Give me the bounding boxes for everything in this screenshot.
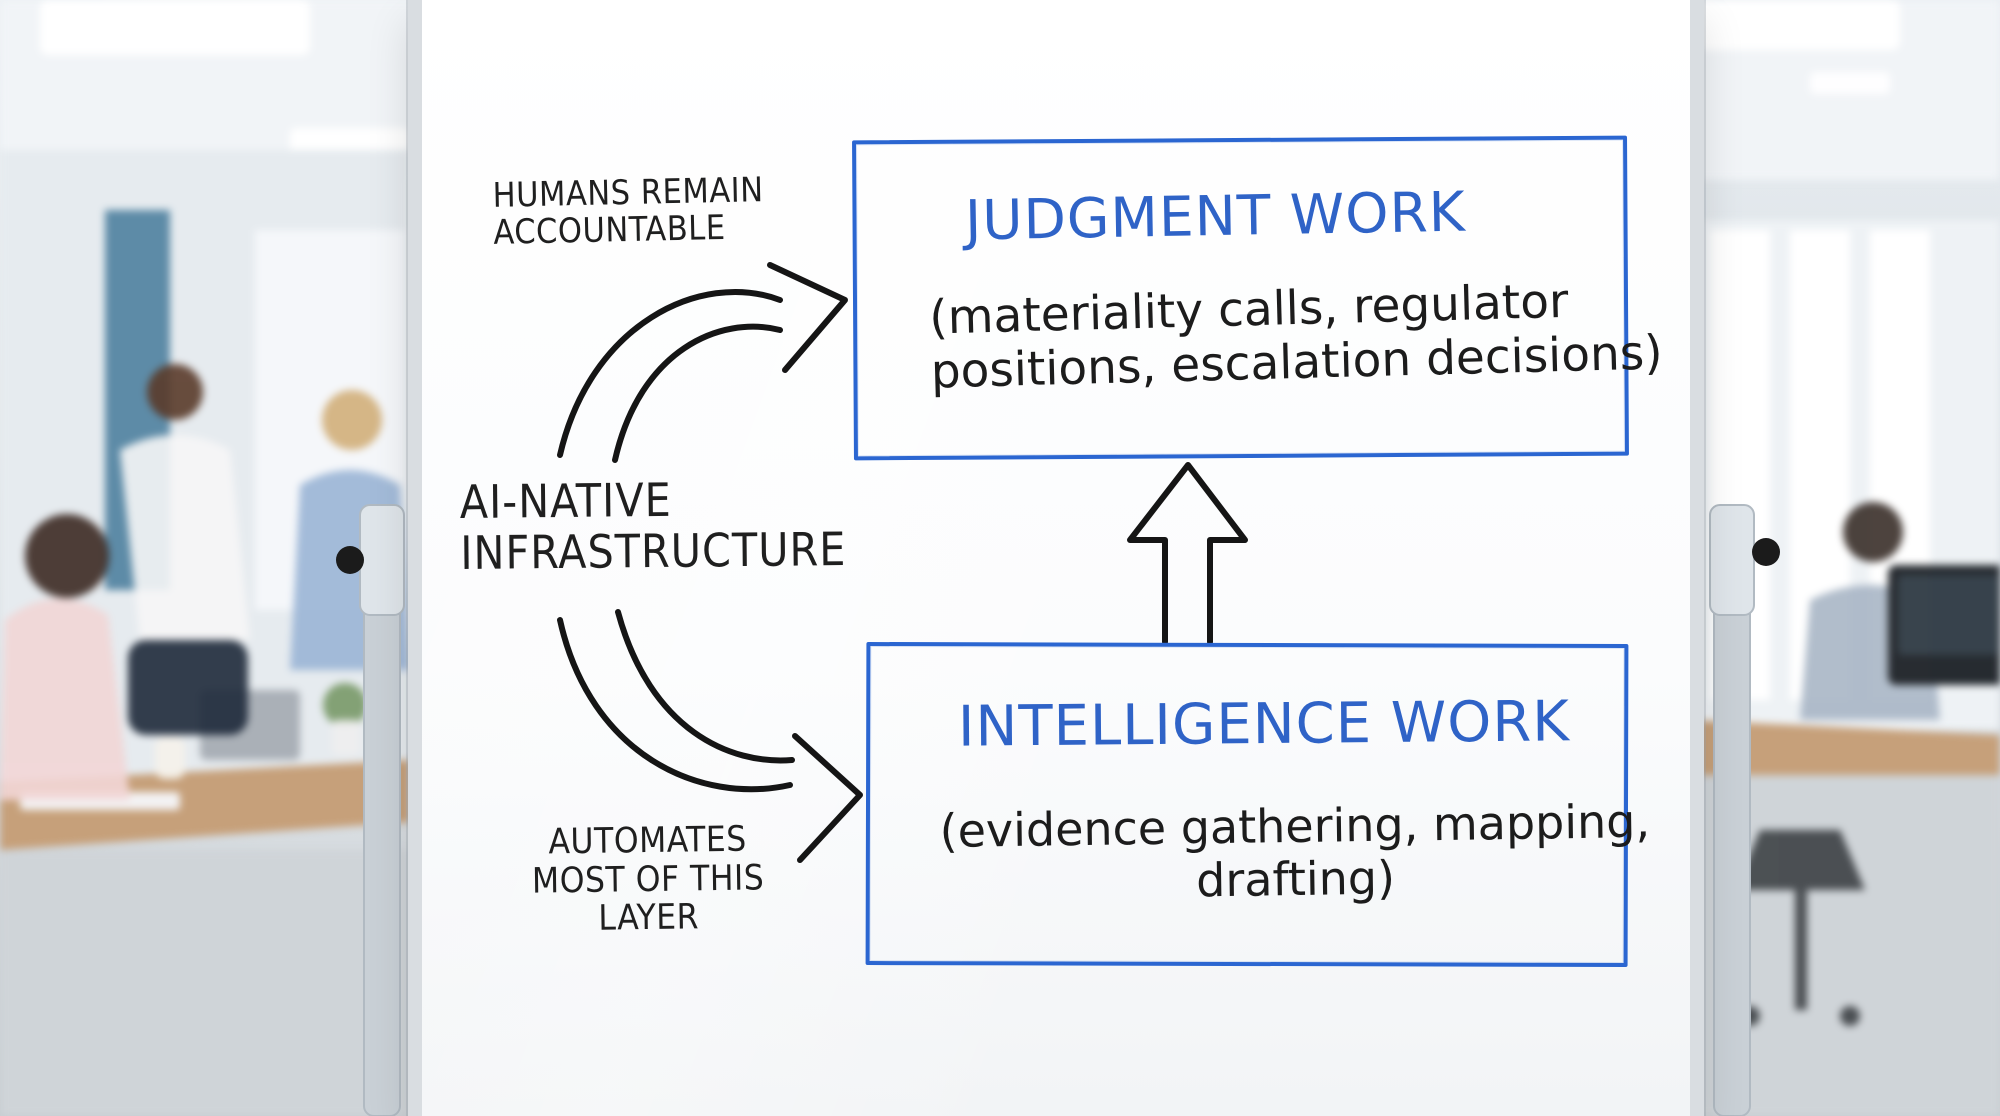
intelligence-work-details: (evidence gathering, mapping, drafting)	[939, 794, 1651, 908]
whiteboard	[408, 0, 1704, 1116]
ai-native-infrastructure-note: AI-NATIVE INFRASTRUCTURE	[459, 472, 847, 580]
judgment-work-title: JUDGMENT WORK	[964, 179, 1467, 253]
judgment-work-details: (materiality calls, regulator positions,…	[928, 273, 1664, 400]
intelligence-work-title: INTELLIGENCE WORK	[957, 689, 1571, 760]
automates-most-layer-note: AUTOMATES MOST OF THIS LAYER	[531, 819, 765, 939]
humans-remain-accountable-note: HUMANS REMAIN ACCOUNTABLE	[492, 170, 764, 254]
